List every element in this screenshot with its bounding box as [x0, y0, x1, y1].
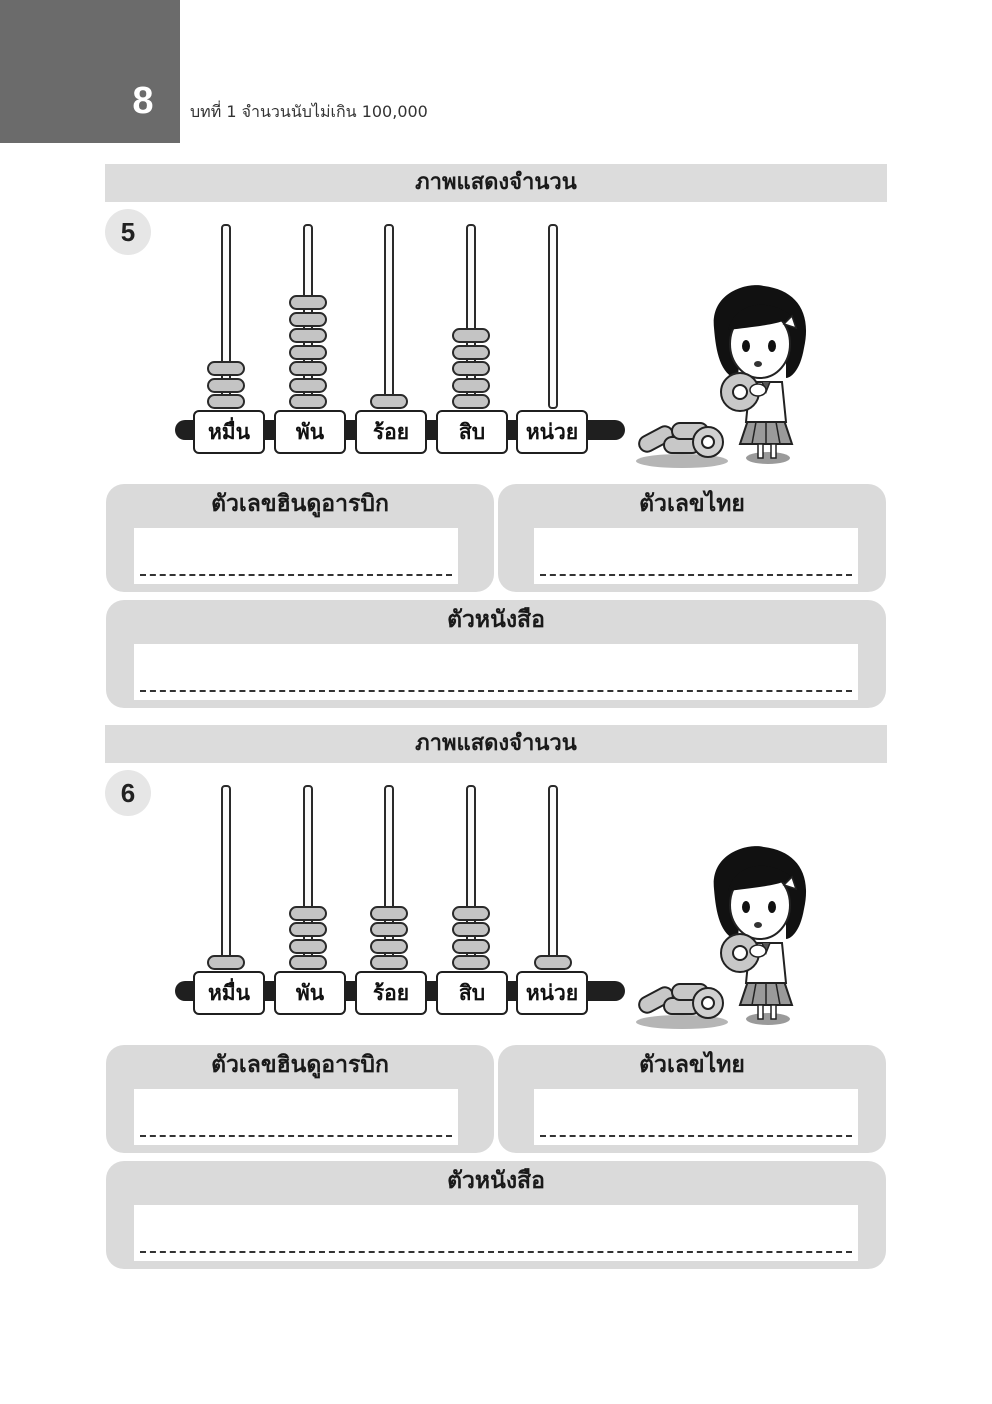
abacus-bead: [452, 922, 490, 937]
question-number: 5: [105, 209, 151, 255]
place-value-label: ร้อย: [355, 410, 427, 454]
abacus-bead: [452, 394, 490, 409]
abacus-bead: [289, 922, 327, 937]
thai-number-label: ตัวเลขไทย: [639, 1052, 745, 1078]
abacus: หมื่นพันร้อยสิบหน่วย: [175, 780, 635, 1030]
place-value-label: สิบ: [436, 971, 508, 1015]
thai-number-box: ตัวเลขไทย: [498, 1045, 886, 1153]
arabic-number-box: ตัวเลขฮินดูอารบิก: [106, 1045, 494, 1153]
place-value-label: หมื่น: [193, 971, 265, 1015]
girl-character-illustration: [713, 285, 807, 464]
place-value-label: หน่วย: [516, 410, 588, 454]
abacus-bead: [289, 938, 327, 954]
abacus-bead: [289, 394, 327, 409]
place-value-label: พัน: [274, 971, 346, 1015]
thai-number-box: ตัวเลขไทย: [498, 484, 886, 592]
abacus-bead: [207, 394, 245, 409]
abacus-rod: [221, 785, 231, 970]
words-box: ตัวหนังสือ: [106, 1161, 886, 1269]
arabic-number-box: ตัวเลขฮินดูอารบิก: [106, 484, 494, 592]
abacus-bead: [289, 377, 327, 393]
abacus-bead: [452, 938, 490, 954]
page-number: 8: [132, 80, 154, 122]
place-value-label: ร้อย: [355, 971, 427, 1015]
words-label: ตัวหนังสือ: [447, 607, 545, 633]
thai-number-answer-field[interactable]: [534, 528, 858, 584]
girl-character-illustration: [713, 846, 807, 1025]
abacus-bead: [370, 905, 408, 921]
abacus-bead: [370, 394, 408, 409]
abacus-bead: [289, 295, 327, 310]
section-header: ภาพแสดงจำนวน: [105, 164, 887, 202]
abacus-bead: [370, 938, 408, 954]
words-box: ตัวหนังสือ: [106, 600, 886, 708]
abacus-bead: [452, 955, 490, 970]
abacus: หมื่นพันร้อยสิบหน่วย: [175, 219, 635, 469]
loose-beads-illustration: [636, 983, 728, 1029]
abacus-bead: [289, 328, 327, 343]
page-number-tab: [0, 0, 180, 143]
abacus-rod: [548, 785, 558, 970]
place-value-label: หน่วย: [516, 971, 588, 1015]
abacus-bead: [207, 361, 245, 376]
abacus-bead: [452, 344, 490, 360]
abacus-bead: [452, 328, 490, 343]
abacus-bead: [289, 344, 327, 360]
place-value-label: สิบ: [436, 410, 508, 454]
section-header: ภาพแสดงจำนวน: [105, 725, 887, 763]
thai-number-answer-field[interactable]: [534, 1089, 858, 1145]
chapter-title: บทที่ 1 จำนวนนับไม่เกิน 100,000: [190, 102, 428, 121]
abacus-rod: [384, 224, 394, 409]
abacus-bead: [289, 905, 327, 921]
words-answer-field[interactable]: [134, 1205, 858, 1261]
arabic-number-answer-field[interactable]: [134, 1089, 458, 1145]
arabic-number-label: ตัวเลขฮินดูอารบิก: [211, 1052, 389, 1078]
abacus-bead: [289, 955, 327, 970]
place-value-label: หมื่น: [193, 410, 265, 454]
abacus-rod: [548, 224, 558, 409]
question-number: 6: [105, 770, 151, 816]
words-answer-field[interactable]: [134, 644, 858, 700]
thai-number-label: ตัวเลขไทย: [639, 491, 745, 517]
abacus-bead: [452, 361, 490, 376]
abacus-bead: [452, 905, 490, 921]
abacus-bead: [289, 311, 327, 327]
arabic-number-answer-field[interactable]: [134, 528, 458, 584]
abacus-bead: [534, 955, 572, 970]
exercise-6: ภาพแสดงจำนวน 6 หมื่นพันร้อยสิบหน่วย: [0, 725, 992, 1285]
place-value-label: พัน: [274, 410, 346, 454]
abacus-bead: [370, 955, 408, 970]
arabic-number-label: ตัวเลขฮินดูอารบิก: [211, 491, 389, 517]
loose-beads-illustration: [636, 422, 728, 468]
abacus-bead: [289, 361, 327, 376]
abacus-bead: [452, 377, 490, 393]
words-label: ตัวหนังสือ: [447, 1168, 545, 1194]
abacus-bead: [370, 922, 408, 937]
abacus-bead: [207, 377, 245, 393]
exercise-5: ภาพแสดงจำนวน 5 หมื่นพันร้อยสิบหน่วย: [0, 164, 992, 724]
abacus-bead: [207, 955, 245, 970]
